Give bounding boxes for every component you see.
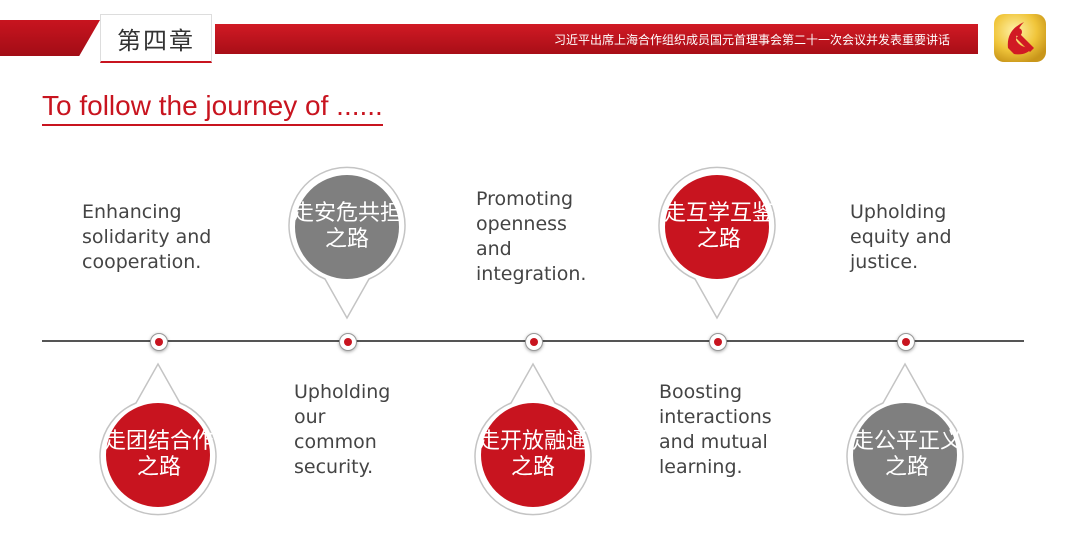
- party-emblem-icon: [994, 14, 1046, 62]
- description-line: common: [294, 431, 377, 453]
- road-pin-circle: [106, 403, 210, 507]
- road-pin-circle: [295, 175, 399, 279]
- description-line: and: [476, 238, 512, 260]
- chapter-label: 第四章: [117, 26, 195, 55]
- road-label-line: 之路: [136, 455, 181, 480]
- description-line: cooperation.: [82, 251, 202, 273]
- road-description-unity: Enhancing solidarity and cooperation.: [82, 200, 211, 275]
- description-line: equity and: [850, 226, 952, 248]
- road-pin-circle: [481, 403, 585, 507]
- description-line: learning.: [659, 456, 743, 478]
- description-line: security.: [294, 456, 374, 478]
- header-banner-text: 习近平出席上海合作组织成员国元首理事会第二十一次会议并发表重要讲话: [553, 32, 950, 47]
- road-label-line: 之路: [510, 455, 555, 480]
- road-label-line: 走互学互鉴: [664, 201, 775, 226]
- road-label-openness: 走开放融通之路: [478, 400, 588, 510]
- timeline-dot: [709, 333, 727, 351]
- road-label-mutual-learning: 走互学互鉴之路: [664, 172, 774, 282]
- header-banner: 习近平出席上海合作组织成员国元首理事会第二十一次会议并发表重要讲话: [215, 24, 978, 54]
- timeline-dot-center: [344, 338, 352, 346]
- timeline-dot-center: [902, 338, 910, 346]
- description-line: Upholding: [850, 201, 947, 223]
- road-label-line: 走团结合作: [104, 429, 215, 454]
- timeline-dot: [525, 333, 543, 351]
- timeline-dot: [339, 333, 357, 351]
- description-line: Promoting: [476, 188, 574, 210]
- road-description-mutual-learning: Boosting interactions and mutual learnin…: [659, 380, 772, 480]
- description-line: openness: [476, 213, 567, 235]
- road-label-line: 之路: [696, 227, 741, 252]
- description-line: Boosting: [659, 381, 743, 403]
- road-pin-circle: [665, 175, 769, 279]
- chapter-tab: 第四章: [100, 14, 212, 63]
- road-label-unity: 走团结合作之路: [104, 400, 214, 510]
- description-line: Upholding: [294, 381, 391, 403]
- road-description-justice: Upholding equity and justice.: [850, 200, 952, 275]
- road-label-line: 走安危共担: [292, 201, 403, 226]
- description-line: integration.: [476, 263, 587, 285]
- road-label-justice: 走公平正义之路: [852, 400, 962, 510]
- timeline-dot: [897, 333, 915, 351]
- description-line: solidarity and: [82, 226, 212, 248]
- timeline-dot: [150, 333, 168, 351]
- road-label-security: 走安危共担之路: [292, 172, 402, 282]
- road-description-security: Upholding our common security.: [294, 380, 390, 480]
- description-line: interactions: [659, 406, 772, 428]
- description-line: Enhancing: [82, 201, 182, 223]
- description-line: our: [294, 406, 326, 428]
- road-label-line: 之路: [324, 227, 369, 252]
- road-pin-circle: [853, 403, 957, 507]
- road-label-line: 走公平正义: [852, 429, 963, 454]
- timeline-dot-center: [530, 338, 538, 346]
- page-title: To follow the journey of ......: [42, 90, 383, 126]
- road-label-line: 走开放融通: [478, 429, 589, 454]
- description-line: justice.: [850, 251, 919, 273]
- timeline-dot-center: [155, 338, 163, 346]
- road-description-openness: Promoting openness and integration.: [476, 187, 586, 287]
- timeline-dot-center: [714, 338, 722, 346]
- description-line: and mutual: [659, 431, 768, 453]
- road-label-line: 之路: [884, 455, 929, 480]
